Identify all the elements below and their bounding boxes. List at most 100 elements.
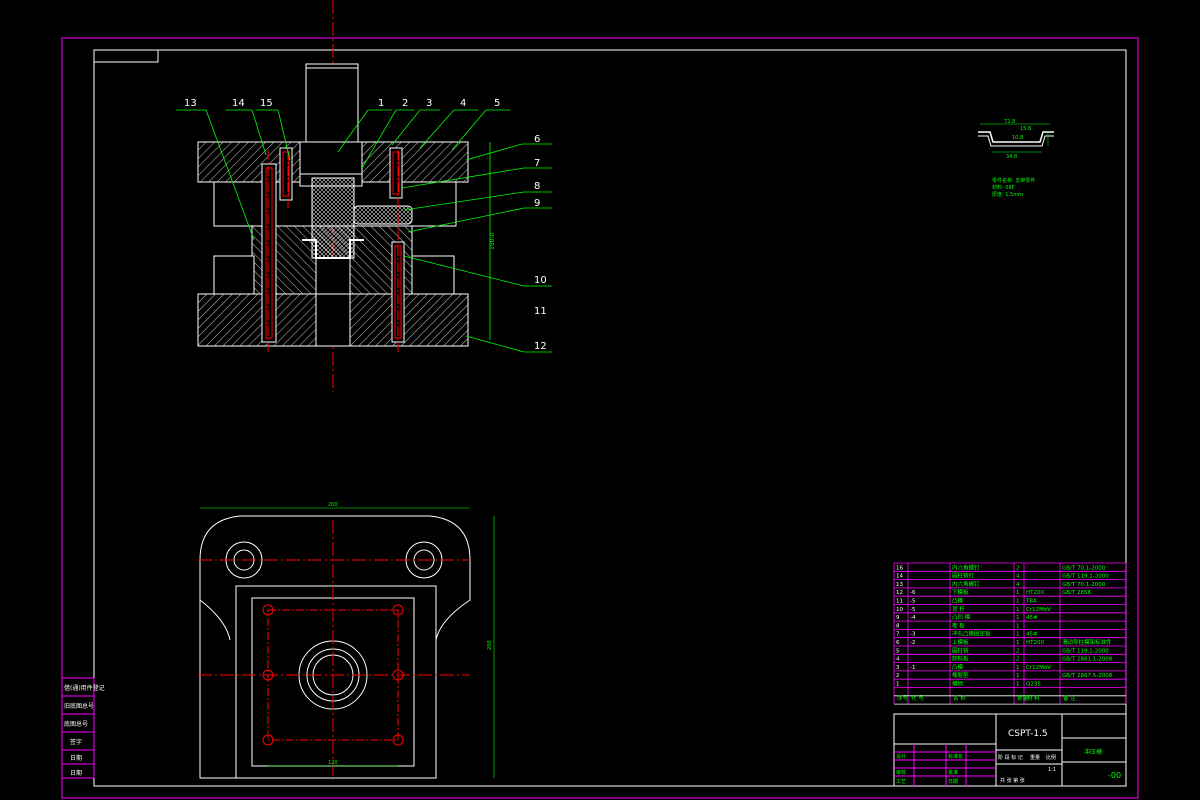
scale-value: 1:1 (1048, 767, 1056, 773)
bom-cell-qty: 1 (1016, 665, 1020, 671)
bom-header-no: 序号 (897, 694, 909, 702)
sheet-label: 共 张 第 张 (1000, 777, 1025, 784)
callout-2: 2 (402, 98, 408, 109)
bom-cell-code: -1 (910, 665, 915, 671)
bom-cell-code: -2 (910, 640, 915, 646)
part-note-2: 材料: 08F (992, 184, 1015, 191)
stage-label: 阶 段 标 记 (998, 754, 1023, 761)
bom-cell-qty: 2 (1016, 648, 1020, 654)
tb-label-review: 审核 (896, 769, 906, 776)
callout-13: 13 (184, 98, 197, 109)
bom-cell-note: GB/T 2856 (1062, 590, 1091, 596)
bom-cell-no: 16 (896, 565, 903, 571)
bom-cell-no: 1 (896, 682, 900, 688)
bom-cell-no: 9 (896, 615, 900, 621)
bom-cell-material: 45# (1026, 615, 1038, 621)
bom-header-qty: 数量 (1017, 694, 1029, 702)
bom-cell-note: 滑动导柱模架标准件 (1062, 638, 1112, 646)
tb-label-approve: 批准 (948, 769, 958, 776)
outer-frame (61, 37, 1139, 799)
bom-cell-no: 4 (896, 657, 900, 663)
bom-cell-qty: 1 (1016, 673, 1020, 679)
bom-cell-no: 11 (896, 599, 903, 605)
bom-cell-name: 上模板 (952, 638, 969, 646)
callout-3: 3 (426, 98, 432, 109)
bom-cell-no: 12 (896, 590, 903, 596)
bom-cell-name: 凸模 (952, 597, 964, 605)
part-note-3: 厚度: 1.5mm (992, 191, 1023, 198)
callout-11: 11 (534, 306, 547, 317)
part-dim-2: 15.8 (1020, 126, 1031, 132)
bom-cell-qty: 4 (1016, 582, 1020, 588)
bom-cell-note: GB/T 70.1-2000 (1062, 565, 1106, 571)
leader-lines (176, 109, 552, 353)
tb-label-standard: 标准化 (948, 753, 963, 760)
bom-cell-note: GB/T 119.1-2000 (1062, 574, 1109, 580)
bom-cell-code: -4 (910, 615, 916, 621)
plan-view: 200 200 120 (198, 502, 495, 780)
bom-header-name: 名 称 (953, 694, 966, 702)
bom-cell-qty: 2 (1016, 565, 1020, 571)
bom-cell-name: 模柄 (952, 680, 964, 688)
bom-cell-material: 45# (1026, 632, 1038, 638)
bom-cell-no: 14 (896, 574, 903, 580)
bom-cell-material: T8A (1025, 599, 1037, 605)
bom-cell-code: -6 (910, 590, 916, 596)
bom-cell-no: 2 (896, 673, 900, 679)
bom-cell-no: 7 (896, 632, 900, 638)
part-sketch: 72.8 15.8 10.8 34.8 零件名称: 支架零件 材料: 08F 厚… (978, 119, 1054, 198)
bom-cell-material: Cr12MoV (1026, 665, 1051, 671)
bom-cell-no: 3 (896, 665, 900, 671)
part-dim-3: 10.8 (1012, 135, 1023, 141)
part-note-1: 零件名称: 支架零件 (992, 177, 1035, 184)
side-label-5: 日期 (70, 754, 82, 762)
bom-cell-code: -5 (910, 599, 916, 605)
front-section-view (197, 63, 469, 352)
bom-cell-material: Q235 (1026, 682, 1041, 688)
callout-9: 9 (534, 198, 540, 209)
callout-6: 6 (534, 134, 540, 145)
bom-cell-material: HT200 (1026, 640, 1044, 646)
bom-cell-name: 冲孔凸模固定板 (952, 630, 991, 638)
callout-8: 8 (534, 181, 540, 192)
callout-4: 4 (460, 98, 466, 109)
bom-cell-qty: 2 (1016, 657, 1020, 663)
callout-12: 12 (534, 341, 547, 352)
side-label-1: 借(通)用件登记 (64, 684, 105, 692)
tb-label-process: 工艺 (896, 779, 906, 785)
plan-width-dim: 200 (328, 502, 338, 508)
corner-tab (93, 49, 159, 63)
bom-cell-name: 凸凹 模 (952, 613, 971, 621)
bom-cell-no: 5 (896, 648, 900, 654)
bom-cell-name: 橡胶垫 (952, 671, 969, 679)
scale-label: 比例 (1046, 754, 1056, 761)
bom-cell-code: -5 (910, 607, 916, 613)
bom-cell-note: GB/T 2861.1-2008 (1062, 657, 1113, 663)
callout-1: 1 (378, 98, 384, 109)
bom-cell-qty: 1 (1016, 599, 1020, 605)
bom-cell-note: GB/T 2867.5-2008 (1062, 673, 1113, 679)
side-block: 借(通)用件登记 旧底图总号 底图总号 签字 日期 日期 (61, 677, 105, 779)
bom-cell-no: 10 (896, 607, 903, 613)
bom-header-note: 备 注 (1063, 694, 1076, 702)
bom-cell-qty: 1 (1016, 615, 1020, 621)
bolt-spacing-dim: 120 (328, 760, 338, 766)
bom-cell-no: 6 (896, 640, 900, 646)
callout-numbers: 13 14 15 1 2 3 4 5 6 7 8 9 10 11 12 150.… (184, 98, 547, 352)
bom-cell-name: 内六角螺钉 (952, 580, 980, 588)
side-label-4: 签字 (70, 738, 82, 746)
bom-cell-name: 圆柱销钉 (952, 572, 975, 580)
bom-cell-qty: 1 (1016, 607, 1020, 613)
side-label-3: 底图总号 (64, 720, 88, 728)
bom-cell-name: 卸料板 (952, 655, 969, 663)
bom-cell-name: 下模板 (952, 588, 969, 596)
callout-15: 15 (260, 98, 273, 109)
bom-cell-name: 内六角螺钉 (952, 563, 980, 571)
callout-5: 5 (494, 98, 500, 109)
bom-cell-qty: 1 (1016, 623, 1020, 629)
side-label-2: 旧底图总号 (64, 702, 94, 710)
callout-14: 14 (232, 98, 245, 109)
bom-cell-no: 13 (896, 582, 903, 588)
bom-cell-qty: 1 (1016, 682, 1020, 688)
